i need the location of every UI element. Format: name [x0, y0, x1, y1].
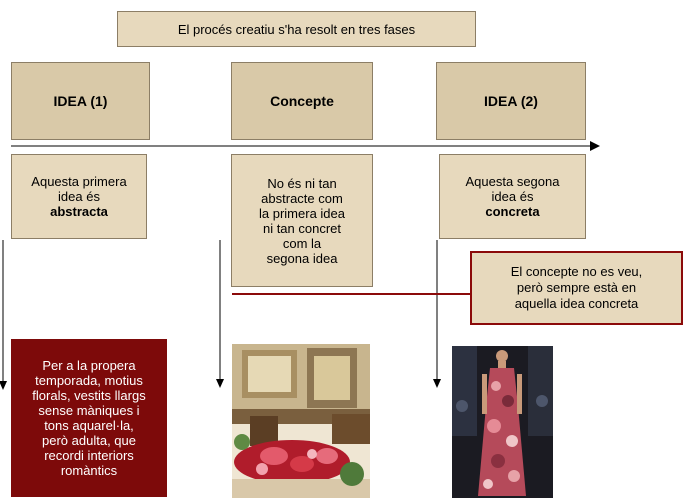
idea2-description: Aquesta segona idea és concreta [439, 154, 586, 239]
concept-description: No és ni tan abstracte com la primera id… [231, 154, 373, 287]
idea1-description: Aquesta primera idea és abstracta [11, 154, 147, 239]
phase-idea-2: IDEA (2) [436, 62, 586, 140]
inspiration-text: Per a la propera temporada, motius flora… [11, 339, 167, 497]
interior-watercolor-image [232, 344, 370, 498]
phase-idea-1: IDEA (1) [11, 62, 150, 140]
concept-note: El concepte no es veu, però sempre està … [470, 251, 683, 325]
diagram-title: El procés creatiu s'ha resolt en tres fa… [117, 11, 476, 47]
phase-concept: Concepte [231, 62, 373, 140]
runway-dress-image [452, 346, 553, 498]
